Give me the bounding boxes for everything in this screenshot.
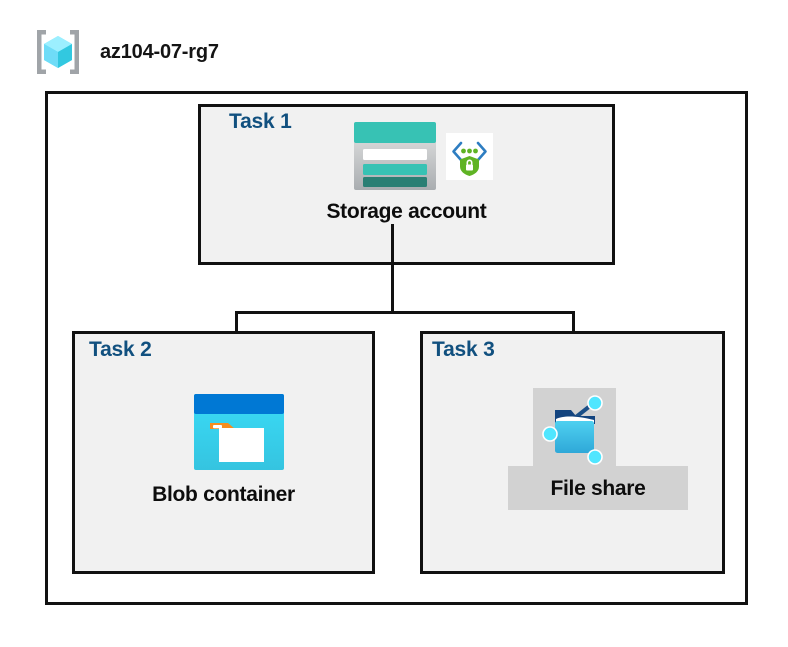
storage-account-icon — [352, 120, 438, 192]
blob-container-icon — [192, 392, 286, 472]
file-share-icon — [535, 390, 615, 470]
file-share-caption-highlight — [508, 466, 688, 510]
resource-group-header: az104-07-rg7 — [30, 24, 219, 80]
secure-transfer-badge-icon — [446, 133, 493, 180]
blob-container-caption: Blob container — [152, 483, 295, 506]
resource-group-title: az104-07-rg7 — [100, 40, 219, 63]
task-2-box — [72, 331, 375, 574]
connector-horizontal-bar — [235, 311, 575, 314]
storage-account-caption: Storage account — [326, 200, 487, 223]
resource-group-icon — [30, 24, 86, 80]
file-share-caption: File share — [550, 477, 646, 500]
task-3-label: Task 3 — [432, 338, 495, 361]
task-2-label: Task 2 — [89, 338, 152, 361]
connector-storage-to-branch — [391, 224, 394, 313]
task-1-label: Task 1 — [229, 110, 292, 133]
